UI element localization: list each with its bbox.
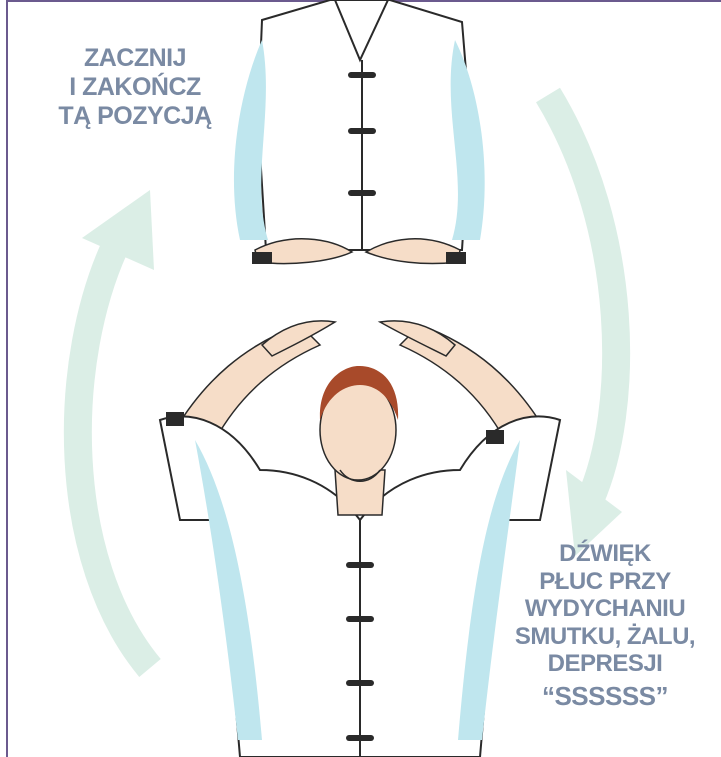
sound-caption-line-4: SMUTKU, ŻALU, [500, 623, 710, 651]
figure-top [234, 0, 485, 264]
start-position-caption: ZACZNIJ I ZAKOŃCZ TĄ POZYCJĄ [30, 44, 240, 130]
sound-caption-line-2: PŁUC PRZY [500, 568, 710, 596]
start-caption-line-2: I ZAKOŃCZ [30, 73, 240, 102]
sound-caption-line-3: WYDYCHANIU [500, 595, 710, 623]
lung-sound-caption: DŹWIĘK PŁUC PRZY WYDYCHANIU SMUTKU, ŻALU… [500, 540, 710, 712]
start-caption-line-1: ZACZNIJ [30, 44, 240, 73]
top-right-cuff [446, 252, 466, 264]
left-arrow-arc [78, 240, 150, 668]
right-arrow-arc [548, 95, 616, 500]
sound-caption-line-5: DEPRESJI [500, 650, 710, 678]
bottom-left-cuff [166, 412, 184, 426]
bottom-right-cuff [486, 430, 504, 444]
top-left-cuff [252, 252, 272, 264]
top-robe [258, 0, 470, 250]
sound-caption-line-6: “SSSSSS” [500, 682, 710, 712]
start-caption-line-3: TĄ POZYCJĄ [30, 102, 240, 131]
sound-caption-line-1: DŹWIĘK [500, 540, 710, 568]
